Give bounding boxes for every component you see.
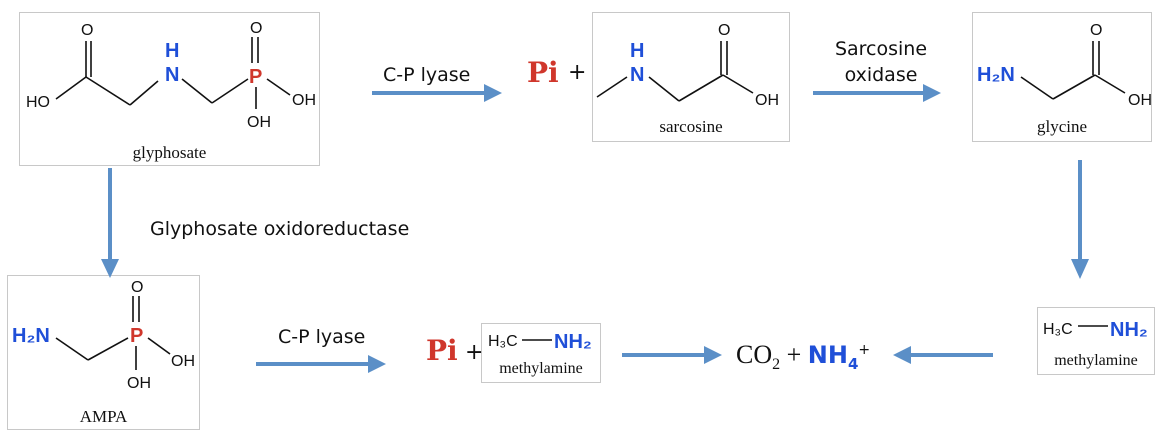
atom-h3c: H₃C (488, 333, 518, 350)
atom-oh1: OH (292, 92, 316, 109)
arrow-cp-lyase-top (372, 84, 502, 102)
plus-final: + (780, 340, 808, 369)
nh4-ion: NH4+ (807, 341, 871, 373)
co2-subscript: 2 (772, 356, 781, 374)
glycine-caption: glycine (1036, 117, 1088, 136)
label-glyphosate-oxidoreductase: Glyphosate oxidoreductase (150, 218, 410, 240)
arrow-methylamine2-to-products (893, 346, 993, 364)
ampa-box: H₂N P O OH OH AMPA (7, 275, 200, 430)
glyphosate-structure: HO O H N P O OH OH (26, 20, 316, 131)
plus-bottom: + (465, 340, 484, 365)
final-products: CO2 + NH4+ (736, 340, 870, 374)
glycine-structure: H₂N O OH (977, 22, 1152, 109)
ampa-structure: H₂N P O OH OH (12, 279, 195, 392)
sarcosine-caption: sarcosine (659, 117, 723, 136)
pi-top: Pi (527, 56, 559, 89)
atom-p: P (130, 325, 143, 347)
atom-ho: HO (26, 94, 50, 111)
methylamine-box-1: H₃C NH₂ methylamine (481, 323, 601, 383)
atom-oh: OH (755, 92, 779, 109)
atom-o1: O (81, 22, 93, 39)
methylamine-structure-1: H₃C NH₂ (488, 331, 592, 353)
atom-o: O (131, 279, 143, 296)
arrow-glycine-to-methylamine (1071, 160, 1089, 279)
atom-nh-n: N (165, 64, 179, 86)
methylamine-structure-2: H₃C NH₂ (1043, 319, 1148, 341)
label-cp-lyase-bottom: C-P lyase (278, 326, 366, 348)
label-cp-lyase-top: C-P lyase (383, 64, 471, 86)
arrow-cp-lyase-bottom (256, 355, 386, 373)
atom-h2n: H₂N (12, 325, 50, 347)
atom-p: P (249, 66, 262, 88)
atom-o: O (1090, 22, 1102, 39)
atom-n: N (630, 64, 644, 86)
ampa-caption: AMPA (79, 407, 128, 426)
atom-o2: O (250, 20, 262, 37)
arrow-sarcosine-oxidase (813, 84, 941, 102)
arrow-methylamine-to-products (622, 346, 722, 364)
glyphosate-box: HO O H N P O OH OH glyphosate (19, 12, 320, 166)
atom-oh: OH (1128, 92, 1152, 109)
sarcosine-box: H N O OH sarcosine (592, 12, 790, 142)
atom-nh2: NH₂ (1110, 319, 1148, 341)
atom-nh-h: H (165, 40, 179, 62)
sarcosine-structure: H N O OH (596, 22, 779, 109)
nh4-charge: + (858, 342, 871, 358)
atom-nh2: NH₂ (554, 331, 592, 353)
atom-h2n: H₂N (977, 64, 1015, 86)
methylamine-caption-2: methylamine (1054, 352, 1138, 369)
methylamine-caption-1: methylamine (499, 360, 583, 377)
plus-top: + (568, 60, 587, 85)
glyphosate-caption: glyphosate (132, 143, 207, 162)
nh4-subscript: 4 (847, 354, 859, 373)
methylamine-box-2: H₃C NH₂ methylamine (1037, 307, 1155, 375)
atom-oh2: OH (247, 114, 271, 131)
atom-h: H (630, 40, 644, 62)
co2: CO (736, 340, 773, 369)
pi-bottom: Pi (426, 334, 458, 367)
glycine-box: H₂N O OH glycine (972, 12, 1152, 142)
atom-o: O (718, 22, 730, 39)
atom-oh1: OH (171, 353, 195, 370)
atom-oh2: OH (127, 375, 151, 392)
label-sarcosine-oxidase-line1: Sarcosine (834, 38, 928, 60)
arrow-glyphosate-to-ampa (101, 168, 119, 278)
nh4-text: NH (807, 341, 848, 369)
atom-h3c: H₃C (1043, 321, 1073, 338)
label-sarcosine-oxidase-line2: oxidase (844, 64, 918, 86)
